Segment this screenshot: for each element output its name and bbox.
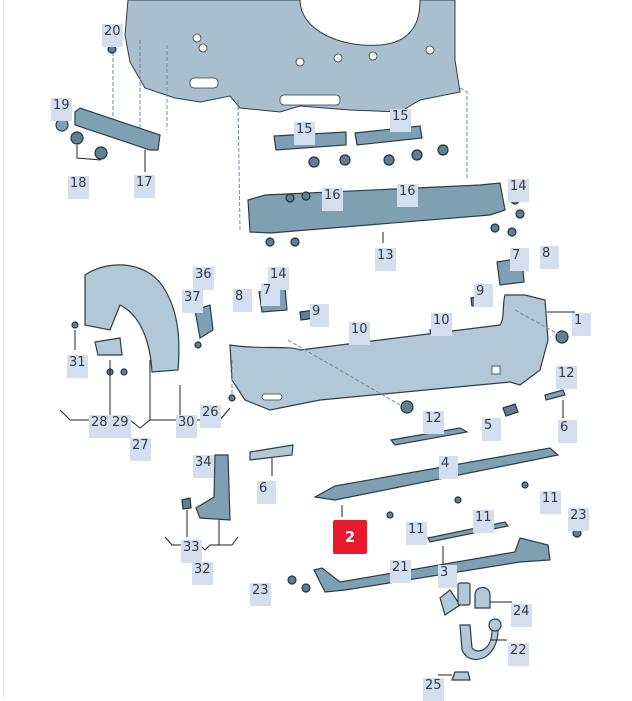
callout-20[interactable]: 20 bbox=[102, 24, 123, 47]
bumper-cover-1 bbox=[229, 294, 549, 411]
callout-24[interactable]: 24 bbox=[511, 604, 532, 627]
callout-22[interactable]: 22 bbox=[508, 643, 529, 666]
callout-30[interactable]: 30 bbox=[176, 415, 197, 438]
callout-9b[interactable]: 9 bbox=[474, 284, 493, 307]
callout-19[interactable]: 19 bbox=[51, 98, 72, 121]
callout-18[interactable]: 18 bbox=[68, 176, 89, 199]
tow-bar-21 bbox=[313, 537, 551, 593]
callout-10b[interactable]: 10 bbox=[431, 313, 452, 336]
callout-12a[interactable]: 12 bbox=[556, 366, 577, 389]
callout-4[interactable]: 4 bbox=[439, 456, 458, 479]
callout-7a[interactable]: 7 bbox=[510, 248, 529, 271]
callout-7b[interactable]: 7 bbox=[261, 283, 280, 306]
callout-27[interactable]: 27 bbox=[130, 438, 151, 461]
callout-28[interactable]: 28 bbox=[89, 415, 110, 438]
callout-9a[interactable]: 9 bbox=[310, 304, 329, 327]
callout-13[interactable]: 13 bbox=[375, 248, 396, 271]
callout-16b[interactable]: 16 bbox=[397, 184, 418, 207]
callout-34[interactable]: 34 bbox=[193, 455, 214, 478]
bumper-carrier-13 bbox=[247, 182, 506, 234]
callout-32[interactable]: 32 bbox=[192, 562, 213, 585]
callout-37[interactable]: 37 bbox=[182, 290, 203, 313]
callout-36[interactable]: 36 bbox=[193, 267, 214, 290]
wheel-housing-liner bbox=[84, 264, 180, 373]
callout-10a[interactable]: 10 bbox=[349, 322, 370, 345]
callout-33[interactable]: 33 bbox=[181, 540, 202, 563]
callout-8a[interactable]: 8 bbox=[540, 246, 559, 269]
bracket-17 bbox=[74, 107, 161, 151]
callout-29[interactable]: 29 bbox=[110, 415, 131, 438]
callout-6a[interactable]: 6 bbox=[558, 420, 577, 443]
callout-23b[interactable]: 23 bbox=[250, 583, 271, 606]
callout-11c[interactable]: 11 bbox=[473, 510, 494, 533]
callout-6b[interactable]: 6 bbox=[257, 481, 276, 504]
callout-12b[interactable]: 12 bbox=[423, 411, 444, 434]
callout-16a[interactable]: 16 bbox=[322, 188, 343, 211]
callout-21[interactable]: 21 bbox=[390, 560, 411, 583]
callout-23a[interactable]: 23 bbox=[568, 508, 589, 531]
callout-15b[interactable]: 15 bbox=[390, 109, 411, 132]
callout-11b[interactable]: 11 bbox=[406, 522, 427, 545]
callout-26[interactable]: 26 bbox=[200, 405, 221, 428]
mudflap-32 bbox=[195, 454, 231, 521]
callout-5[interactable]: 5 bbox=[482, 418, 501, 441]
callout-17[interactable]: 17 bbox=[134, 175, 155, 198]
callout-3[interactable]: 3 bbox=[438, 565, 457, 588]
callout-2-selected[interactable]: 2 bbox=[333, 520, 367, 554]
callout-1[interactable]: 1 bbox=[572, 313, 591, 336]
callout-14a[interactable]: 14 bbox=[508, 179, 529, 202]
rear-body-panel bbox=[124, 0, 461, 113]
callout-11a[interactable]: 11 bbox=[540, 491, 561, 514]
diffuser-4 bbox=[313, 447, 560, 501]
callout-31[interactable]: 31 bbox=[67, 355, 88, 378]
callout-8b[interactable]: 8 bbox=[233, 289, 252, 312]
callout-15a[interactable]: 15 bbox=[294, 122, 315, 145]
frame-border bbox=[3, 0, 4, 698]
callout-25[interactable]: 25 bbox=[423, 678, 444, 701]
